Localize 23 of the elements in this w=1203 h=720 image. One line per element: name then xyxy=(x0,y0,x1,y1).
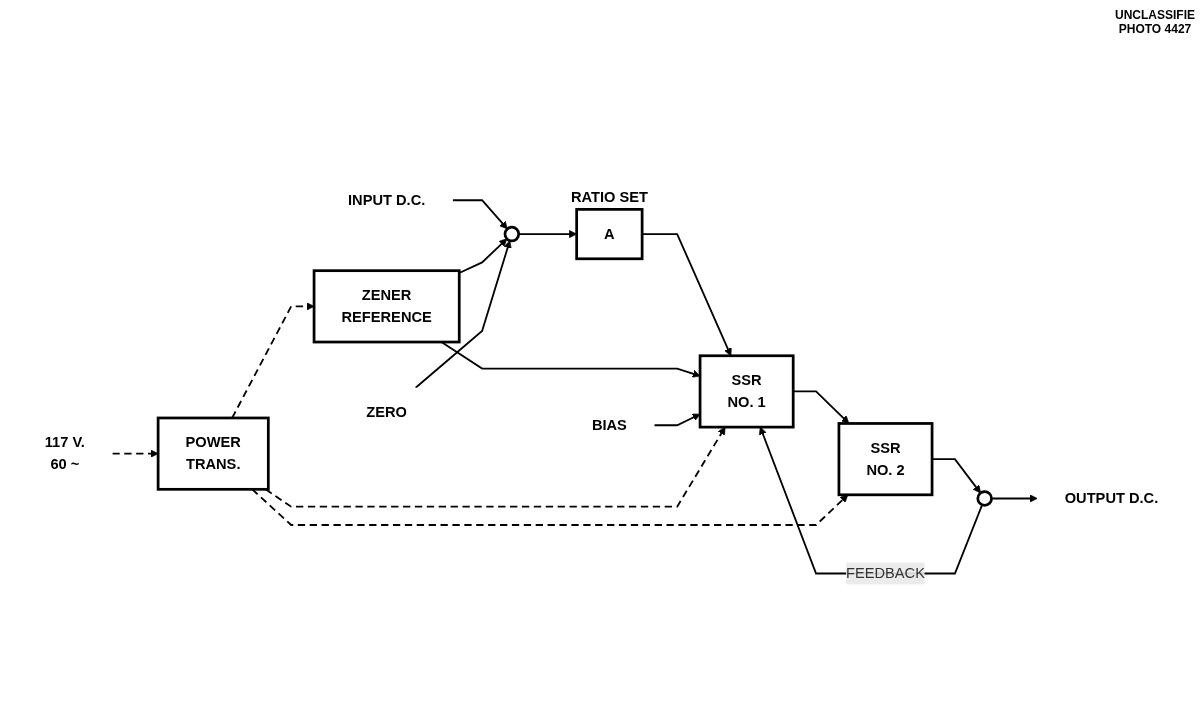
node-box: SSR NO. 1 xyxy=(698,354,795,429)
node-text: BIAS xyxy=(591,417,627,433)
node-text: INPUT D.C. xyxy=(348,192,426,208)
node-text: 117 V. 60 ~ xyxy=(44,434,85,472)
node-circle xyxy=(503,225,521,243)
control-label: RATIO SET xyxy=(570,189,648,206)
arrow xyxy=(517,230,577,239)
node-box: A xyxy=(575,208,644,261)
node-box: SSR NO. 2 xyxy=(837,422,934,497)
arrow xyxy=(414,240,512,389)
node-text: OUTPUT D.C. xyxy=(1064,490,1159,506)
edge-label: FEEDBACK xyxy=(846,565,925,581)
node-box: POWER TRANS. xyxy=(156,416,270,491)
arrow xyxy=(458,238,508,274)
node-text: ZERO xyxy=(366,404,407,420)
node-box: ZENER REFERENCE xyxy=(312,269,461,344)
note-text: PHOTO 4427 xyxy=(1117,22,1193,36)
node-circle xyxy=(976,490,993,507)
arrow xyxy=(990,494,1038,503)
note-text: UNCLASSIFIE xyxy=(1115,8,1195,22)
arrow xyxy=(653,413,701,427)
arrow xyxy=(111,449,159,458)
arrow xyxy=(451,199,508,230)
